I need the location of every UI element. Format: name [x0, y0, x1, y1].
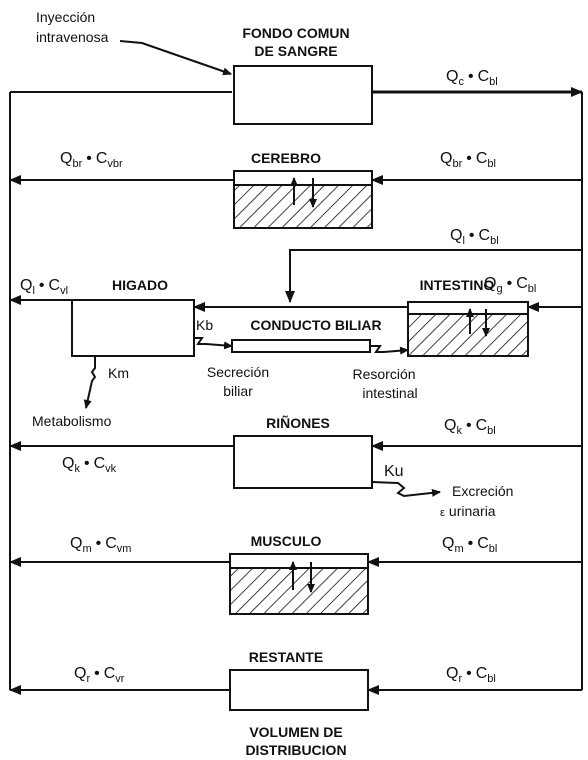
brain-inflow-label: Qbr•Cbl: [440, 150, 496, 170]
secretion-label-line1: Secreción: [207, 364, 269, 380]
kidney-title: RIÑONES: [266, 414, 330, 431]
biliary-secretion-arrow: [194, 337, 233, 350]
km-label: Km: [108, 365, 129, 381]
rest-title: RESTANTE: [249, 649, 323, 665]
muscle-outflow-label: Qm•Cvm: [70, 535, 131, 555]
urinary-excretion-arrow: [371, 481, 441, 498]
rest-inflow-label: Qr•Cbl: [446, 665, 496, 685]
bile-duct-box: [231, 339, 371, 353]
injection-label-line1: Inyección: [36, 9, 95, 25]
liver-arterial-label: Ql•Cbl: [450, 227, 499, 247]
liver-arterial-arrow: [285, 249, 582, 303]
footer-line1: VOLUMEN DE: [249, 724, 342, 740]
blood-pool-box: [233, 65, 373, 125]
muscle-tissue-box: [229, 567, 369, 615]
rest-outflow-label: Qr•Cvr: [74, 665, 125, 685]
intestine-title: INTESTINO: [420, 277, 495, 293]
liver-outflow-label: Ql•Cvl: [20, 277, 68, 297]
liver-box: [71, 299, 195, 357]
intestine-inflow-label: Qg•Cbl: [484, 275, 536, 295]
secretion-label-line2: biliar: [223, 383, 253, 399]
brain-vascular-box: [233, 170, 373, 186]
muscle-vascular-box: [229, 553, 369, 569]
brain-outflow-label: Qbr•Cvbr: [60, 150, 123, 170]
intestine-tissue-box: [407, 313, 529, 357]
muscle-inflow-label: Qm•Cbl: [442, 535, 497, 555]
kidney-outflow-label: Qk•Cvk: [62, 455, 117, 475]
excretion-label-line1: Excreción: [452, 483, 513, 499]
intestine-vascular-box: [407, 301, 529, 315]
metabolism-label: Metabolismo: [32, 413, 112, 429]
blood-pool-title-line1: FONDO COMUN: [242, 25, 349, 41]
cardiac-output-label: Qc•Cbl: [446, 68, 498, 88]
injection-arrow: [119, 40, 232, 76]
injection-label-line2: intravenosa: [36, 29, 109, 45]
muscle-title: MUSCULO: [251, 533, 322, 549]
ku-label: Ku: [384, 463, 404, 480]
kidney-box: [233, 435, 373, 489]
intestinal-resorption-arrow: [370, 345, 409, 355]
liver-title: HIGADO: [112, 277, 168, 293]
brain-tissue-box: [233, 184, 373, 229]
footer-line2: DISTRIBUCION: [245, 742, 346, 758]
bile-duct-title: CONDUCTO BILIAR: [250, 317, 381, 333]
kidney-inflow-label: Qk•Cbl: [444, 417, 496, 437]
brain-title: CEREBRO: [251, 150, 321, 166]
rest-box: [229, 669, 369, 711]
resorption-label-line1: Resorción: [352, 366, 415, 382]
resorption-label-line2: intestinal: [362, 385, 417, 401]
kb-label: Kb: [196, 317, 213, 333]
metabolism-arrow: [83, 356, 97, 409]
blood-pool-title-line2: DE SANGRE: [254, 43, 337, 59]
